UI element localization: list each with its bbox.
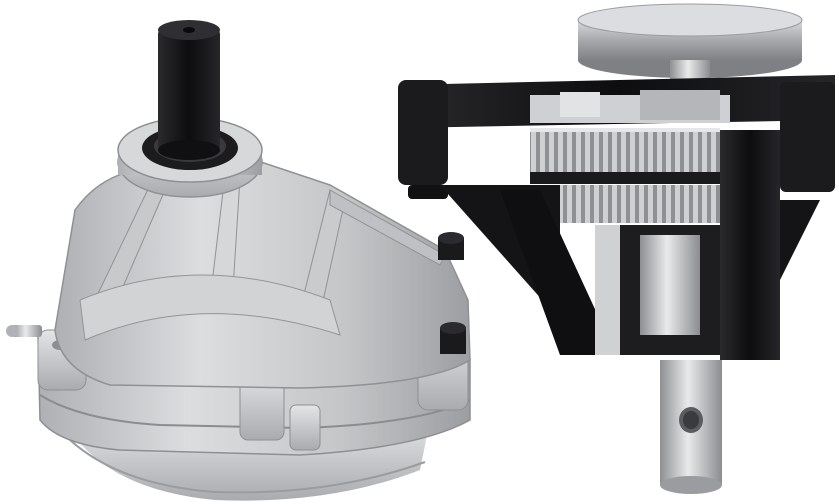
gearbox-cutaway [398, 3, 835, 494]
bolt [440, 322, 466, 354]
bolt [438, 232, 464, 260]
gearbox-exterior [6, 20, 471, 501]
